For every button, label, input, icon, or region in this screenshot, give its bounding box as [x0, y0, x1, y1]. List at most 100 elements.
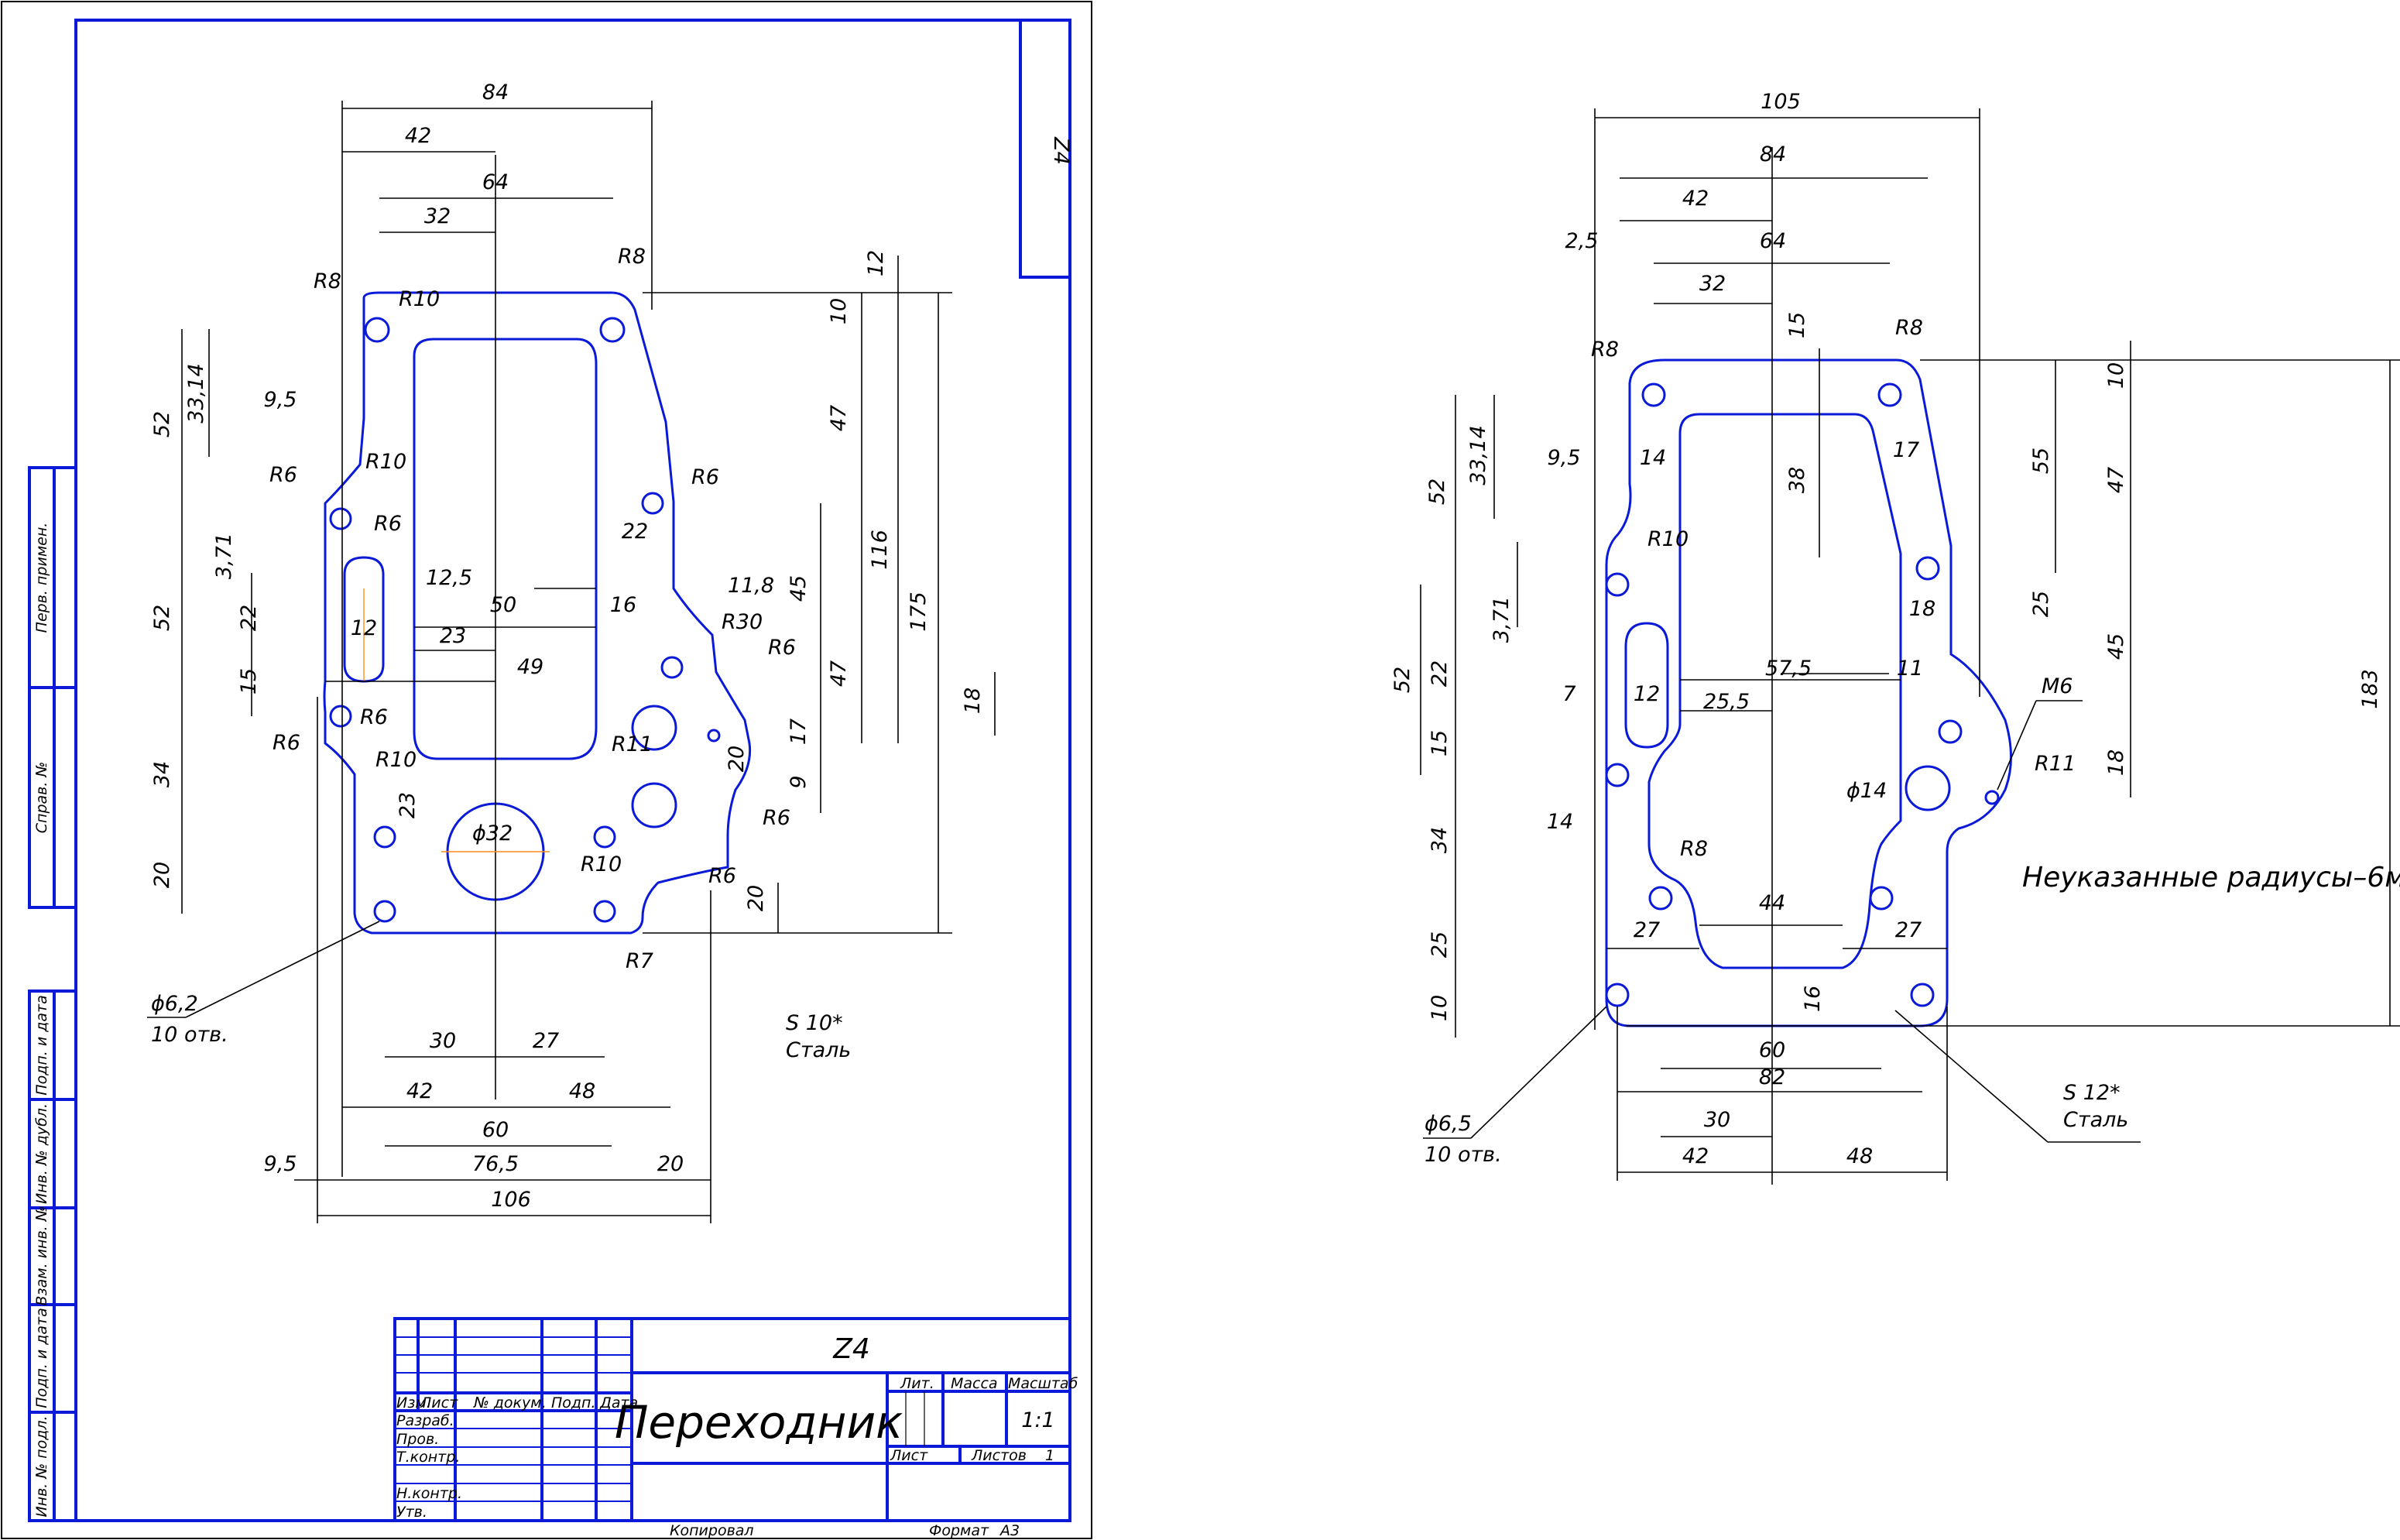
- dim-label: 116: [868, 530, 892, 570]
- radius-label: R10: [365, 450, 406, 474]
- side-stamp-label: Подп. и дата: [33, 1308, 50, 1408]
- radius-label: R10: [581, 852, 622, 876]
- mounting-hole: [1869, 886, 1894, 911]
- right-dimensions: 105 84 42 64 2,5 32 9,5 14 17 18 57,5 25…: [1390, 90, 2400, 1181]
- dim-label: 42: [405, 124, 431, 148]
- radius-label: R7: [626, 949, 653, 973]
- radius-label: R6: [768, 636, 796, 660]
- dim-label: 38: [1785, 467, 1809, 493]
- radius-label: R8: [1895, 316, 1923, 340]
- radius-label: R6: [360, 705, 388, 729]
- unspecified-radii-note: Неуказанные радиусы–6мм: [2022, 862, 2400, 893]
- radius-label: R10: [375, 748, 417, 772]
- dim-label: 23: [396, 792, 420, 818]
- dim-label: 32: [424, 204, 451, 228]
- tb-role: Н.контр.: [396, 1485, 462, 1502]
- tb-scale-label: Масштаб: [1008, 1375, 1078, 1392]
- tb-mass-label: Масса: [951, 1375, 998, 1392]
- tb-role: Разраб.: [396, 1412, 454, 1429]
- corner-designation-box: [1019, 19, 1071, 279]
- radius-label: R6: [269, 463, 297, 487]
- dim-label: 14: [1640, 446, 1666, 470]
- tb-header: Дата: [599, 1394, 638, 1411]
- mounting-hole: [641, 492, 664, 515]
- dim-label: 27: [533, 1029, 559, 1053]
- dim-label: 22: [622, 520, 648, 544]
- tb-header: № докум.: [473, 1394, 547, 1411]
- left-dimensions: 84 42 64 32 9,5 12,5 50 23 49 16 22 11,8…: [147, 81, 996, 1223]
- dim-label: 32: [1699, 272, 1726, 296]
- mounting-hole: [1605, 983, 1630, 1007]
- dim-label: 16: [610, 593, 636, 617]
- radius-label: R6: [374, 512, 402, 536]
- tb-role: Пров.: [396, 1431, 439, 1448]
- dim-label: 15: [1785, 312, 1809, 338]
- radius-label: R8: [1591, 338, 1619, 362]
- dim-label: 42: [1682, 187, 1709, 211]
- tb-role: Утв.: [396, 1504, 427, 1521]
- copied-label: Копировал: [670, 1522, 754, 1539]
- dim-label: 183: [2358, 669, 2382, 709]
- hole-count-note: 10 отв.: [151, 1023, 228, 1047]
- dim-label: 48: [1846, 1144, 1873, 1168]
- dim-label: 52: [150, 411, 174, 437]
- dim-label: 12,5: [426, 566, 472, 590]
- mounting-hole: [1648, 886, 1673, 911]
- radius-label: R8: [1680, 837, 1708, 861]
- radius-label: R11: [2035, 752, 2076, 776]
- mounting-hole: [1915, 556, 1940, 581]
- side-stamp-label: Перв. примен.: [33, 523, 50, 633]
- format-value: A3: [999, 1522, 1020, 1539]
- side-stamp-label: Взам. инв. №: [33, 1206, 50, 1305]
- dim-label: 12: [351, 616, 377, 640]
- drawing-frame: [74, 19, 1071, 1522]
- dim-label: 23: [440, 624, 466, 648]
- bore-14: [1905, 765, 1951, 811]
- right-part-slot: [1624, 622, 1669, 749]
- dim-label: 18: [1909, 597, 1935, 621]
- hole-count-note: 10 отв.: [1425, 1143, 1502, 1167]
- dim-label: 49: [517, 655, 543, 679]
- tb-header: Подп.: [551, 1394, 596, 1411]
- leader-line: [1894, 1010, 2049, 1143]
- dim-label: 76,5: [472, 1152, 519, 1176]
- dim-label: 175: [907, 592, 931, 632]
- sheet-border: [1, 1, 1092, 1539]
- tb-sheets-value: 1: [1045, 1447, 1054, 1464]
- dim-label: 64: [482, 170, 509, 194]
- dim-label: 17: [1893, 438, 1919, 462]
- side-stamp-label: Инв. № подл.: [33, 1415, 50, 1517]
- mounting-hole: [329, 705, 352, 728]
- dim-label: 11: [1897, 657, 1923, 681]
- radius-label: R6: [691, 465, 719, 489]
- side-stamp-label: Справ. №: [33, 762, 50, 833]
- dim-label: 10: [1428, 995, 1452, 1021]
- dim-label: 14: [1547, 810, 1573, 834]
- dim-label: 10: [827, 298, 851, 324]
- left-part-outline: [323, 291, 752, 935]
- dim-label: 47: [827, 660, 851, 687]
- tb-header: Лист: [420, 1394, 458, 1411]
- dim-label: 7: [1562, 682, 1575, 706]
- dim-label: 12: [864, 250, 888, 276]
- dim-label: 3,71: [212, 533, 236, 579]
- mounting-hole: [364, 317, 390, 343]
- mounting-hole: [373, 825, 396, 849]
- dim-label: 25,5: [1703, 690, 1750, 714]
- radius-label: R10: [399, 287, 440, 311]
- mounting-hole: [1910, 983, 1935, 1007]
- dim-label: 30: [1704, 1108, 1730, 1132]
- dim-label: 47: [827, 405, 851, 431]
- dim-label: 33,14: [184, 363, 208, 423]
- side-stamp-label: Подп. и дата: [33, 995, 50, 1095]
- mounting-hole: [373, 900, 396, 923]
- dim-label: 9: [787, 775, 811, 788]
- material-note: Сталь: [2063, 1108, 2128, 1132]
- dim-label: 20: [150, 862, 174, 888]
- dim-label: 82: [1759, 1065, 1785, 1089]
- dim-label: 9,5: [264, 1152, 297, 1176]
- dim-label: 64: [1760, 229, 1786, 253]
- side-stamp-label: Инв. № дубл.: [33, 1103, 50, 1204]
- dim-label: 22: [1428, 660, 1452, 687]
